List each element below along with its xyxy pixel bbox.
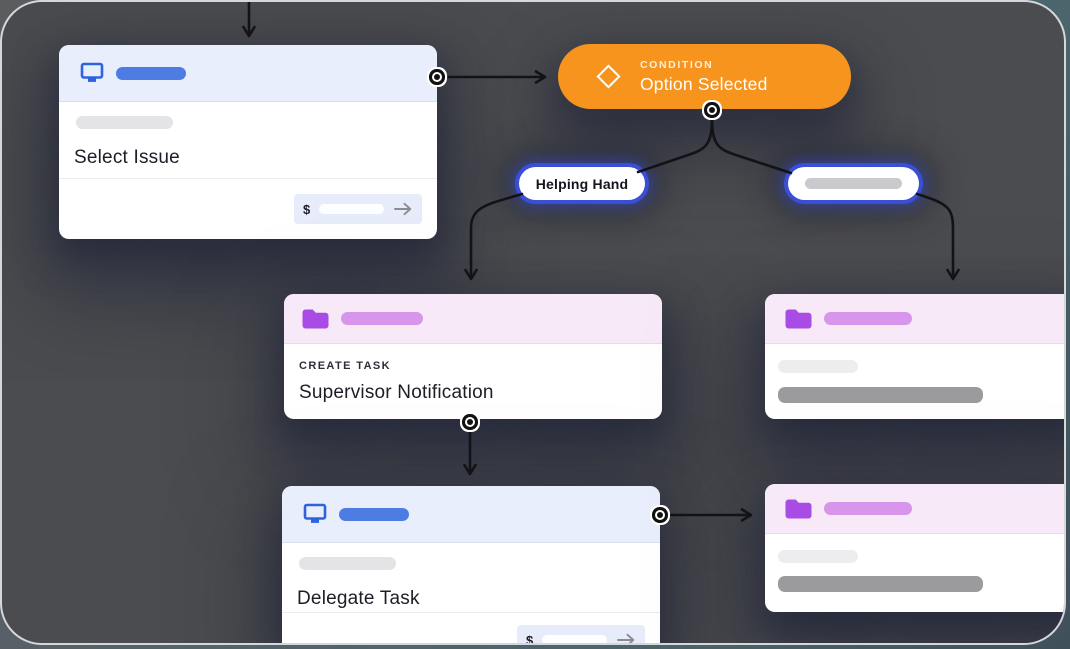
folder-icon bbox=[302, 309, 329, 328]
condition-title: Option Selected bbox=[640, 73, 768, 94]
input-placeholder-bar bbox=[319, 204, 384, 214]
node-skeleton-right-bottom[interactable] bbox=[765, 484, 1064, 612]
connector-port-select-issue[interactable] bbox=[434, 74, 440, 80]
amount-input[interactable]: $ bbox=[517, 625, 645, 645]
node-skeleton-right-top[interactable] bbox=[765, 294, 1064, 419]
monitor-icon bbox=[80, 62, 104, 82]
input-placeholder-bar bbox=[542, 635, 607, 643]
connector-port-condition[interactable] bbox=[709, 107, 715, 113]
placeholder-bar bbox=[778, 550, 858, 563]
folder-icon bbox=[785, 499, 812, 518]
node-select-issue[interactable]: Select Issue $ bbox=[59, 45, 437, 239]
edge-condition-to-branch-left bbox=[636, 119, 714, 174]
node-header bbox=[59, 45, 437, 102]
edge-branch-left-to-create-task bbox=[464, 192, 524, 281]
node-delegate-task[interactable]: Delegate Task $ bbox=[282, 486, 660, 645]
placeholder-bar bbox=[778, 387, 983, 403]
node-kind-label: CREATE TASK bbox=[299, 360, 391, 372]
placeholder-bar bbox=[299, 557, 396, 570]
branch-label-text: Helping Hand bbox=[535, 175, 629, 192]
node-header bbox=[765, 484, 1064, 534]
node-condition[interactable]: CONDITION Option Selected bbox=[558, 44, 851, 109]
amount-input[interactable]: $ bbox=[294, 194, 422, 224]
arrow-right-icon[interactable] bbox=[616, 633, 636, 645]
arrow-right-icon[interactable] bbox=[393, 202, 413, 216]
placeholder-bar bbox=[341, 312, 423, 325]
node-header bbox=[284, 294, 662, 344]
condition-badge: CONDITION bbox=[640, 58, 714, 71]
branch-label-helping-hand[interactable]: Helping Hand bbox=[519, 167, 645, 200]
placeholder-bar bbox=[339, 507, 409, 521]
connector-port-delegate-task[interactable] bbox=[657, 512, 663, 518]
placeholder-bar bbox=[824, 312, 912, 325]
folder-icon bbox=[785, 309, 812, 328]
connector-port-create-task[interactable] bbox=[467, 419, 473, 425]
node-create-task[interactable]: CREATE TASK Supervisor Notification bbox=[284, 294, 662, 419]
currency-symbol: $ bbox=[303, 201, 311, 217]
node-title: Select Issue bbox=[74, 147, 180, 168]
currency-symbol: $ bbox=[526, 632, 534, 645]
placeholder-bar bbox=[76, 116, 173, 129]
node-title: Delegate Task bbox=[297, 588, 420, 609]
node-header bbox=[765, 294, 1064, 344]
placeholder-bar bbox=[778, 576, 983, 592]
diamond-icon bbox=[596, 64, 621, 89]
node-header bbox=[282, 486, 660, 543]
branch-label-blank[interactable] bbox=[788, 167, 919, 200]
node-title: Supervisor Notification bbox=[299, 382, 494, 403]
placeholder-bar bbox=[116, 66, 186, 80]
edge-condition-to-branch-right bbox=[710, 119, 793, 175]
edge-branch-right-to-skeleton-top bbox=[915, 192, 960, 281]
placeholder-bar bbox=[778, 360, 858, 373]
placeholder-bar bbox=[805, 178, 902, 189]
placeholder-bar bbox=[824, 502, 912, 515]
monitor-icon bbox=[303, 503, 327, 523]
